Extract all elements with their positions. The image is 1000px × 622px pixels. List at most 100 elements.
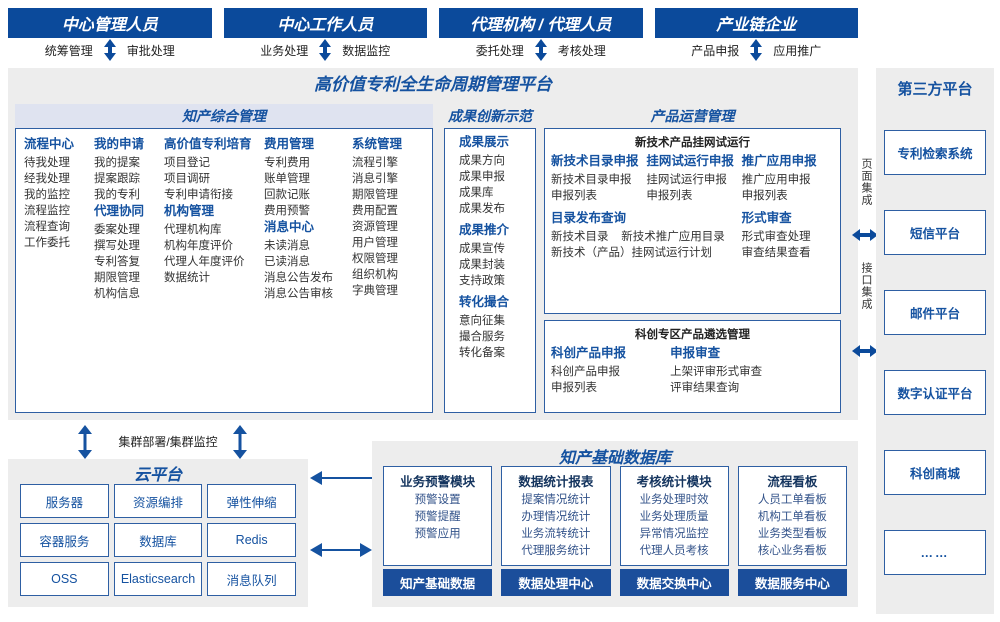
group-item[interactable]: 机构信息 (94, 288, 140, 300)
group-head[interactable]: 挂网试运行申报 (646, 154, 734, 168)
database-item[interactable]: 人员工单看板 (757, 494, 827, 506)
group-item[interactable]: 用户管理 (352, 237, 398, 249)
group-item[interactable]: 申报列表 (741, 190, 788, 202)
database-item[interactable]: 机构工单看板 (757, 511, 827, 523)
group-item[interactable]: 项目调研 (164, 173, 210, 185)
database-item[interactable]: 预警提醒 (414, 511, 461, 523)
group-item[interactable]: 成果方向 (459, 155, 505, 167)
group-item[interactable]: 工作委托 (24, 237, 70, 249)
group-item[interactable]: 回款记账 (264, 189, 310, 201)
group-item[interactable]: 消息公告发布 (264, 272, 333, 284)
cloud-cell[interactable]: 资源编排 (113, 484, 203, 518)
group-item[interactable]: 我的专利 (94, 189, 140, 201)
group-head[interactable]: 目录发布查询 (551, 211, 627, 225)
role-card-0[interactable]: 中心管理人员 统筹管理 审批处理 (8, 8, 212, 64)
database-item[interactable]: 业务处理质量 (639, 511, 709, 523)
group-item[interactable]: 新技术（产品）挂网试运行计划 (551, 247, 712, 259)
group-item[interactable]: 消息公告审核 (264, 288, 333, 300)
group-head[interactable]: 系统管理 (352, 137, 403, 151)
thirdparty-item-2[interactable]: 邮件平台 (884, 290, 986, 335)
thirdparty-item-0[interactable]: 专利检索系统 (884, 130, 986, 175)
group-item[interactable]: 期限管理 (94, 272, 140, 284)
group-item[interactable]: 权限管理 (352, 253, 398, 265)
group-item[interactable]: 审查结果查看 (741, 247, 811, 259)
group-item[interactable]: 账单管理 (264, 173, 310, 185)
cloud-cell[interactable]: Redis (207, 523, 296, 557)
database-item[interactable]: 预警设置 (414, 494, 461, 506)
group-item[interactable]: 未读消息 (264, 240, 310, 252)
database-footer[interactable]: 数据服务中心 (737, 569, 847, 596)
group-head[interactable]: 形式审查 (741, 211, 792, 225)
thirdparty-item-1[interactable]: 短信平台 (884, 210, 986, 255)
group-item[interactable]: 专利费用 (264, 157, 310, 169)
group-item[interactable]: 推广应用申报 (741, 174, 811, 186)
group-head[interactable]: 消息中心 (264, 220, 315, 234)
group-item[interactable]: 委案处理 (94, 224, 140, 236)
group-item[interactable]: 撰写处理 (94, 240, 140, 252)
database-item[interactable]: 核心业务看板 (757, 545, 827, 557)
role-card-3[interactable]: 产业链企业 产品申报 应用推广 (654, 8, 858, 64)
group-head[interactable]: 新技术目录申报 (551, 154, 639, 168)
group-item[interactable]: 评审结果查询 (670, 382, 740, 394)
group-head[interactable]: 高价值专利培育 (164, 137, 252, 151)
role-card-2[interactable]: 代理机构 / 代理人员 委托处理 考核处理 (439, 8, 643, 64)
thirdparty-item-5[interactable]: …… (884, 530, 986, 575)
database-footer[interactable]: 数据处理中心 (501, 569, 611, 596)
group-head[interactable]: 代理协同 (94, 204, 145, 218)
group-item[interactable]: 我的提案 (94, 157, 140, 169)
group-item[interactable]: 成果宣传 (459, 243, 505, 255)
group-head[interactable]: 费用管理 (264, 137, 315, 151)
cloud-cell[interactable]: Elasticsearch (113, 562, 203, 596)
group-item[interactable]: 项目登记 (164, 157, 210, 169)
group-item[interactable]: 已读消息 (264, 256, 310, 268)
thirdparty-item-4[interactable]: 科创商城 (884, 450, 986, 495)
group-item[interactable]: 代理人年度评价 (164, 256, 245, 268)
database-item[interactable]: 异常情况监控 (639, 528, 709, 540)
group-head[interactable]: 转化撮合 (459, 295, 510, 309)
group-item[interactable]: 专利答复 (94, 256, 140, 268)
group-item[interactable]: 成果申报 (459, 171, 505, 183)
group-item[interactable]: 字典管理 (352, 285, 398, 297)
database-item[interactable]: 代理服务统计 (521, 545, 591, 557)
cloud-cell[interactable]: OSS (20, 562, 109, 596)
group-item[interactable]: 形式审查处理 (741, 231, 811, 243)
database-item[interactable]: 代理人员考核 (639, 545, 709, 557)
group-item[interactable]: 转化备案 (459, 347, 505, 359)
group-item[interactable]: 意向征集 (459, 315, 505, 327)
group-item[interactable]: 待我处理 (24, 157, 70, 169)
group-item[interactable]: 支持政策 (459, 275, 505, 287)
group-item[interactable]: 期限管理 (352, 189, 398, 201)
group-item[interactable]: 科创产品申报 (551, 366, 620, 378)
cloud-cell[interactable]: 数据库 (113, 523, 203, 557)
group-item[interactable]: 消息引擎 (352, 173, 398, 185)
group-item[interactable]: 申报列表 (646, 190, 693, 202)
group-item[interactable]: 我的监控 (24, 189, 70, 201)
database-footer[interactable]: 知产基础数据 (383, 569, 493, 596)
group-head[interactable]: 申报审查 (670, 346, 721, 360)
database-footer[interactable]: 数据交换中心 (619, 569, 729, 596)
group-head[interactable]: 我的申请 (94, 137, 145, 151)
group-item[interactable]: 上架评审形式审查 (670, 366, 763, 378)
group-item[interactable]: 申报列表 (551, 190, 597, 202)
cloud-cell[interactable]: 容器服务 (20, 523, 109, 557)
group-item[interactable]: 流程引擎 (352, 157, 398, 169)
group-item[interactable]: 机构年度评价 (164, 240, 233, 252)
group-head[interactable]: 流程中心 (24, 137, 75, 151)
group-head[interactable]: 科创产品申报 (551, 346, 627, 360)
database-item[interactable]: 业务类型看板 (757, 528, 827, 540)
cloud-cell[interactable]: 弹性伸缩 (207, 484, 296, 518)
database-item[interactable]: 业务流转统计 (521, 528, 591, 540)
role-card-1[interactable]: 中心工作人员 业务处理 数据监控 (223, 8, 427, 64)
group-head[interactable]: 推广应用申报 (741, 154, 817, 168)
database-item[interactable]: 业务处理时效 (639, 494, 709, 506)
group-item[interactable]: 流程监控 (24, 205, 70, 217)
group-item[interactable]: 代理机构库 (164, 224, 222, 236)
group-item[interactable]: 流程查询 (24, 221, 70, 233)
group-item[interactable]: 成果库 (459, 187, 494, 199)
cloud-cell[interactable]: 服务器 (20, 484, 109, 518)
group-item[interactable]: 费用预警 (264, 205, 310, 217)
group-head[interactable]: 机构管理 (164, 204, 215, 218)
group-item[interactable]: 申报列表 (551, 382, 597, 394)
group-head[interactable]: 成果推介 (459, 223, 510, 237)
group-item[interactable]: 数据统计 (164, 272, 210, 284)
